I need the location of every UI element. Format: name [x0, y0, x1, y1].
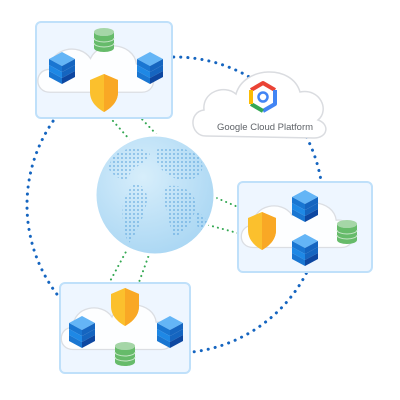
globe-icon — [93, 133, 217, 257]
database-icon — [114, 341, 136, 367]
google-cloud-platform-badge[interactable]: Google Cloud Platform — [192, 71, 327, 139]
database-icon — [336, 219, 358, 245]
gcp-wordmark: Google Cloud Platform — [217, 122, 313, 133]
node-panel-right[interactable] — [237, 181, 373, 273]
node-panel-top-left[interactable] — [35, 21, 173, 119]
gcp-logo-icon — [249, 81, 277, 113]
database-icon — [93, 27, 115, 53]
node-panel-bottom-left[interactable] — [59, 282, 191, 374]
